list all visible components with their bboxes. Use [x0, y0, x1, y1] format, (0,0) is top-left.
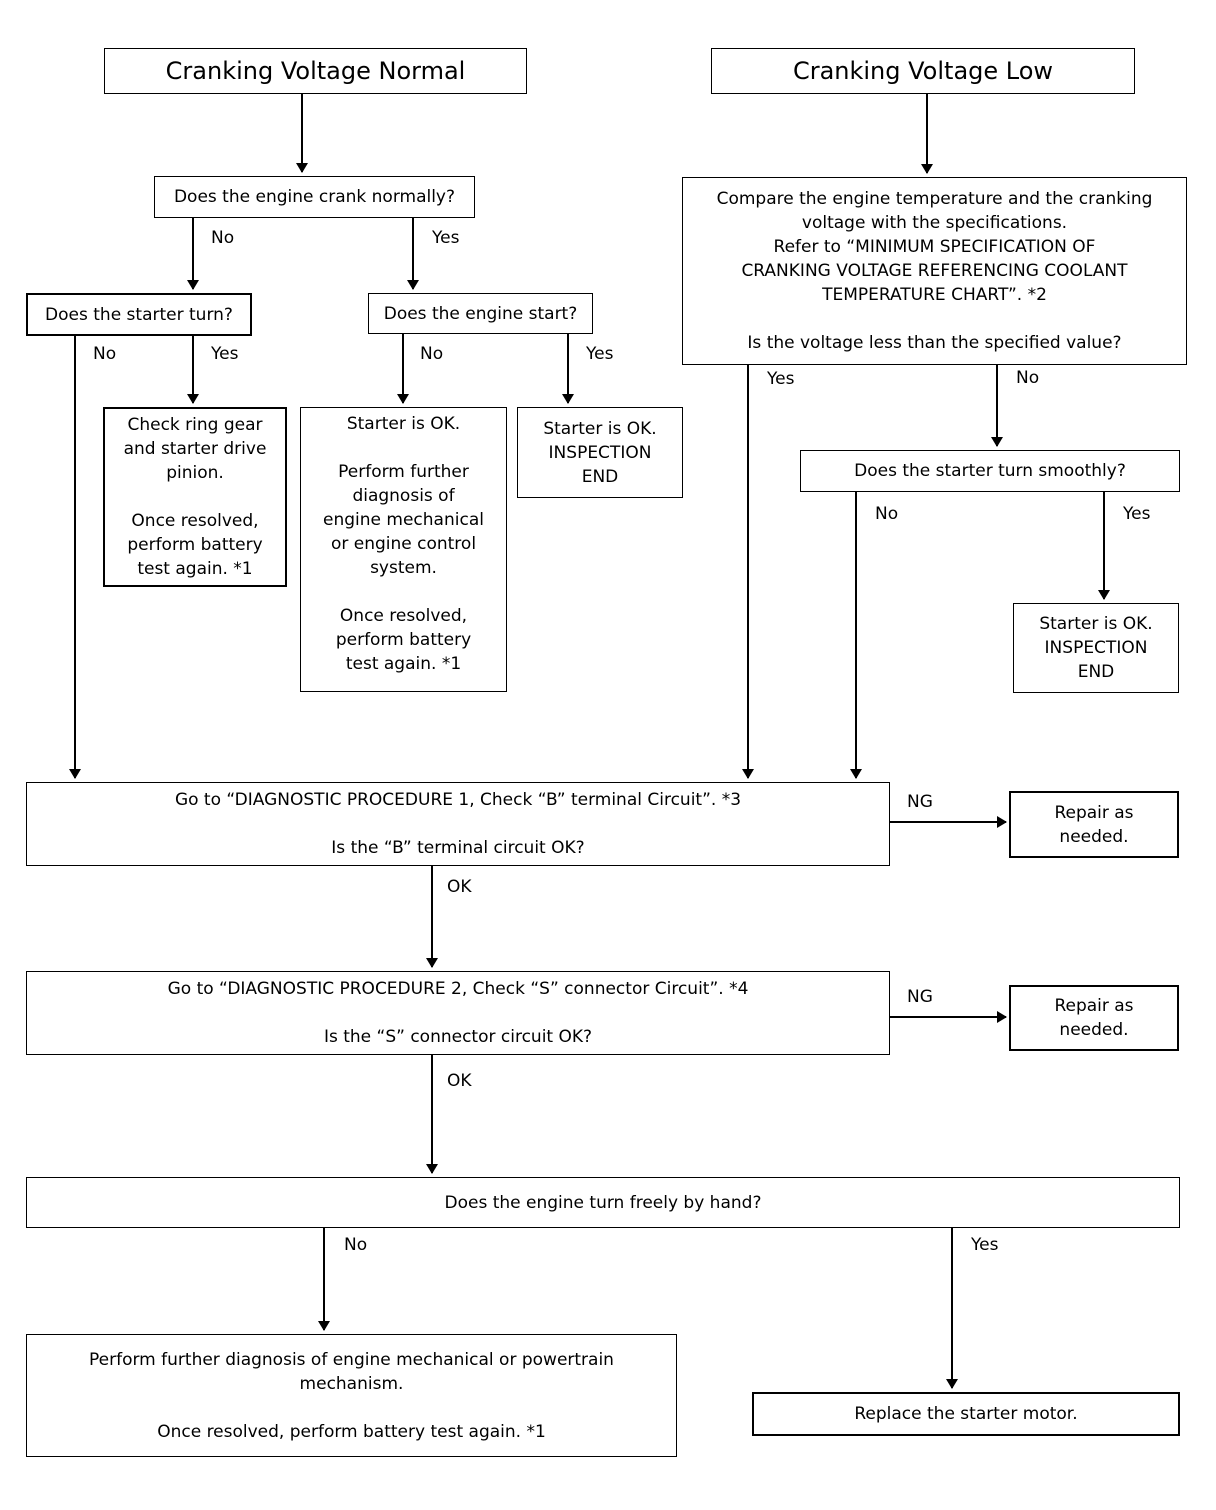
label-diag1-ng: NG [907, 792, 933, 812]
crank-normally-question: Does the engine crank normally? [154, 176, 475, 218]
further-diagnosis-powertrain-box: Perform further diagnosis of engine mech… [26, 1334, 677, 1457]
label-freely-no: No [344, 1235, 368, 1255]
label-low-no: No [1016, 368, 1040, 388]
label-starter-no: No [93, 344, 117, 364]
label-diag2-ng: NG [907, 987, 933, 1007]
engine-turn-freely-question: Does the engine turn freely by hand? [26, 1177, 1180, 1228]
check-ring-gear-box: Check ring gear and starter drive pinion… [103, 407, 287, 587]
compare-temperature-question: Compare the engine temperature and the c… [682, 177, 1187, 365]
label-start-yes: Yes [586, 344, 614, 364]
starter-ok-further-diagnosis-box: Starter is OK. Perform further diagnosis… [300, 407, 507, 692]
repair-as-needed-box-1: Repair as needed. [1009, 791, 1179, 858]
engine-start-question: Does the engine start? [368, 293, 593, 334]
starter-turn-question: Does the starter turn? [26, 293, 252, 336]
cranking-voltage-low-box: Cranking Voltage Low [711, 48, 1135, 94]
label-smooth-yes: Yes [1123, 504, 1151, 524]
label-low-yes: Yes [767, 369, 795, 389]
label-crank-yes: Yes [432, 228, 460, 248]
starter-ok-inspection-end-box-1: Starter is OK. INSPECTION END [517, 407, 683, 498]
diagnostic-procedure-1-box: Go to “DIAGNOSTIC PROCEDURE 1, Check “B”… [26, 782, 890, 866]
label-crank-no: No [211, 228, 235, 248]
label-smooth-no: No [875, 504, 899, 524]
diagnostic-procedure-2-box: Go to “DIAGNOSTIC PROCEDURE 2, Check “S”… [26, 971, 890, 1055]
replace-starter-motor-box: Replace the starter motor. [752, 1392, 1180, 1436]
cranking-voltage-normal-box: Cranking Voltage Normal [104, 48, 527, 94]
label-freely-yes: Yes [971, 1235, 999, 1255]
label-start-no: No [420, 344, 444, 364]
label-diag2-ok: OK [447, 1071, 472, 1091]
starter-ok-inspection-end-box-2: Starter is OK. INSPECTION END [1013, 603, 1179, 693]
label-starter-yes: Yes [211, 344, 239, 364]
repair-as-needed-box-2: Repair as needed. [1009, 985, 1179, 1051]
starter-turn-smoothly-question: Does the starter turn smoothly? [800, 450, 1180, 492]
label-diag1-ok: OK [447, 877, 472, 897]
